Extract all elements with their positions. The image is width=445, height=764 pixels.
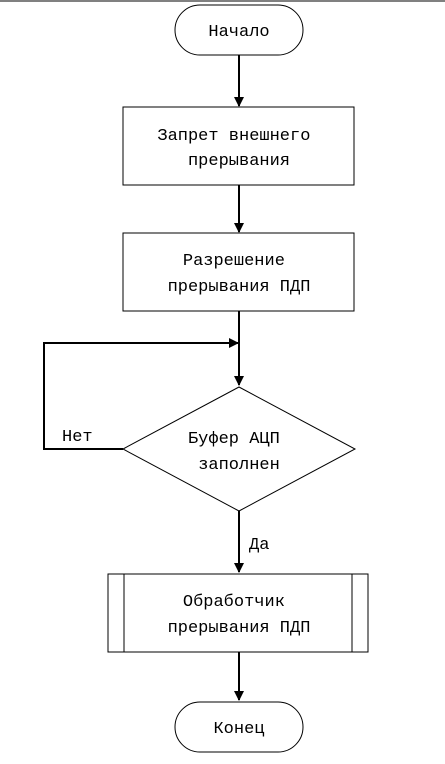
dma-interrupt-handler-line-2: прерывания ПДП bbox=[168, 619, 311, 638]
dma-interrupt-handler-shape bbox=[107, 573, 369, 653]
disable-ext-interrupt-label: Запрет внешнего прерывания bbox=[157, 127, 320, 171]
adc-buffer-full-line-2: заполнен bbox=[198, 456, 280, 475]
enable-dma-interrupt-label: Разрешение прерывания ПДП bbox=[168, 252, 311, 297]
no-label: Нет bbox=[62, 428, 93, 447]
end-node: Конец bbox=[174, 701, 304, 753]
enable-dma-interrupt-node: Разрешение прерывания ПДП bbox=[122, 232, 355, 312]
decision-shape bbox=[121, 386, 357, 512]
dma-interrupt-handler-label: Обработчик прерывания ПДП bbox=[168, 593, 311, 638]
adc-buffer-full-label: Буфер АЦП заполнен bbox=[188, 430, 290, 475]
disable-ext-interrupt-line-2: прерывания bbox=[188, 152, 290, 171]
disable-ext-interrupt-shape bbox=[122, 106, 355, 186]
start-label-line-1: Начало bbox=[208, 23, 269, 42]
enable-dma-interrupt-line-2: прерывания ПДП bbox=[168, 278, 311, 297]
enable-dma-interrupt-line-1: Разрешение bbox=[183, 252, 285, 271]
adc-buffer-full-line-1: Буфер АЦП bbox=[188, 430, 280, 449]
disable-ext-interrupt-line-1: Запрет внешнего bbox=[157, 127, 310, 146]
dma-interrupt-handler-line-1: Обработчик bbox=[183, 593, 285, 612]
end-label-line-1: Конец bbox=[213, 720, 264, 739]
enable-dma-interrupt-shape bbox=[122, 232, 355, 312]
disable-ext-interrupt-node: Запрет внешнего прерывания bbox=[122, 106, 355, 186]
adc-buffer-full-decision: Буфер АЦП заполнен bbox=[121, 386, 357, 512]
start-label: Начало bbox=[208, 23, 269, 42]
yes-label: Да bbox=[249, 536, 269, 555]
start-node: Начало bbox=[174, 4, 304, 56]
end-shape bbox=[174, 701, 304, 753]
dma-interrupt-handler-node: Обработчик прерывания ПДП bbox=[107, 573, 369, 653]
end-label: Конец bbox=[213, 720, 264, 739]
arrow-no-loop bbox=[43, 338, 239, 450]
